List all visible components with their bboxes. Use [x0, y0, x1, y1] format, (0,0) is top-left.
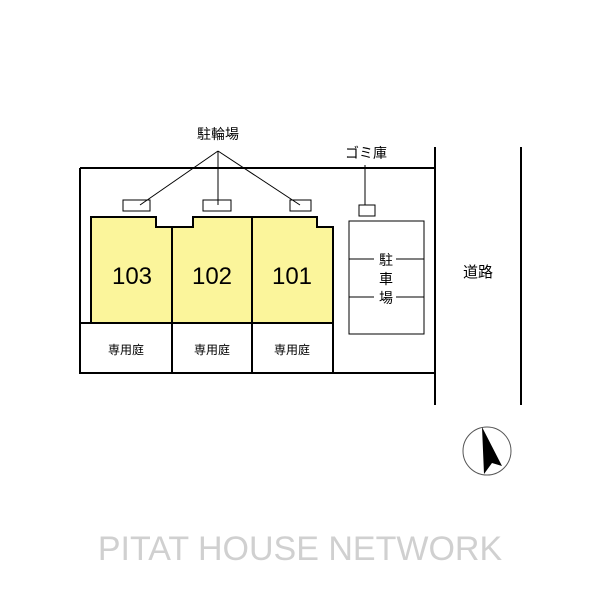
parking-label-1: 駐 — [379, 253, 393, 269]
bicycle-parking-label: 駐輪場 — [197, 126, 239, 143]
site-boundary — [79, 167, 435, 374]
garbage-storage-label: ゴミ庫 — [345, 145, 387, 162]
garden-label: 専用庭 — [194, 342, 230, 357]
garden-row — [80, 322, 334, 373]
parking-label-2: 車 — [379, 271, 393, 288]
watermark: PITAT HOUSE NETWORK — [98, 530, 503, 568]
north-arrow-icon — [462, 426, 512, 476]
garden-label: 専用庭 — [274, 342, 310, 357]
road-label: 道路 — [463, 263, 493, 281]
parking-label-3: 場 — [379, 291, 393, 307]
unit-number: 102 — [192, 263, 232, 290]
bike-rack-2 — [202, 199, 232, 212]
leader-line — [139, 150, 219, 206]
leader-line — [217, 150, 301, 206]
bike-rack-1 — [122, 199, 151, 212]
unit-number: 103 — [112, 263, 152, 290]
parking-label-bg — [374, 250, 396, 310]
garden-label: 専用庭 — [108, 342, 144, 357]
bike-rack-3 — [289, 199, 312, 212]
unit-number: 101 — [272, 263, 312, 290]
garbage-box — [358, 204, 376, 217]
